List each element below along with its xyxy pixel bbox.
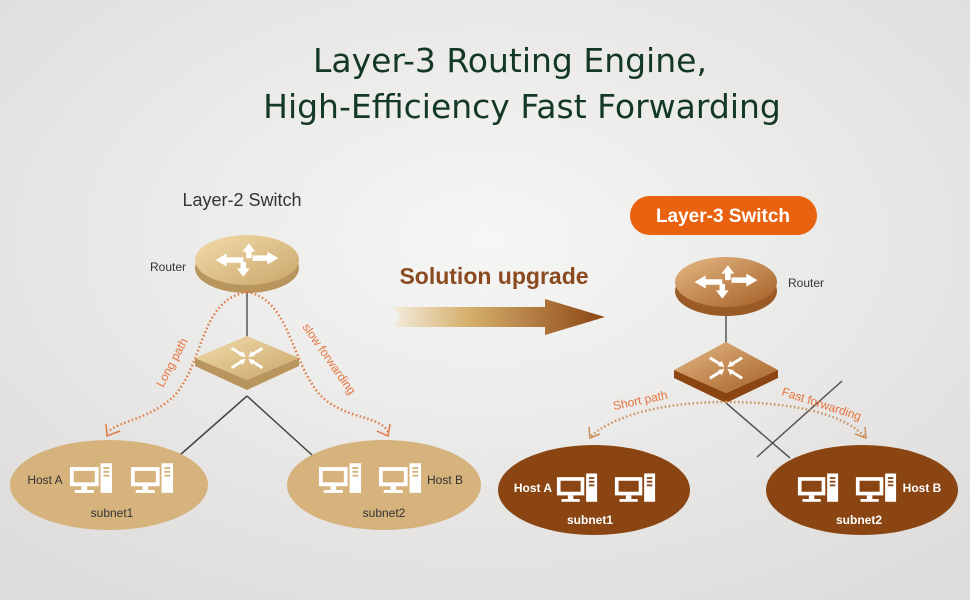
slow-forwarding-route [246,290,390,433]
layer3-diagram: Layer-3 Switch Router Short path Fast fo… [498,196,958,535]
subnet1-label: subnet1 [567,513,613,527]
layer3-badge [630,196,817,235]
title-line-1: Layer-3 Routing Engine, [313,41,707,80]
layer2-heading: Layer-2 Switch [182,190,301,210]
subnet2-label: subnet2 [836,513,882,527]
router-label: Router [150,260,186,274]
layer3-heading: Layer-3 Switch [656,206,790,227]
subnet2-group: Host B subnet2 [287,440,481,530]
short-path-route [589,400,727,438]
switch-icon [674,342,778,403]
arrowhead-icon [588,426,601,440]
router-label: Router [788,276,824,290]
arrowhead-icon [854,426,867,440]
subnet1-label: subnet1 [91,506,134,520]
link-switch-subnet1 [179,395,248,456]
link-switch-subnet2 [725,402,791,459]
fast-forwarding-route [725,400,866,438]
arrowhead-icon [105,423,121,438]
cross-out-mark-icon [756,380,843,458]
subnet2-group: Host B subnet2 [766,445,958,535]
long-path-route [107,290,248,433]
host-a-label: Host A [514,481,553,495]
subnet1-group: Host A subnet1 [498,445,690,535]
host-b-label: Host B [903,481,942,495]
switch-icon [195,336,299,390]
arrowhead-icon [376,423,391,438]
router-icon [195,235,299,293]
solution-upgrade-label: Solution upgrade [399,263,588,289]
host-a-label: Host A [27,473,62,487]
upgrade-arrow-icon [393,299,605,335]
router-icon [675,257,777,316]
host-b-label: Host B [427,473,463,487]
link-switch-subnet2 [246,395,313,456]
subnet2-label: subnet2 [363,506,406,520]
subnet1-group: Host A subnet1 [10,440,208,530]
title-line-2: High-Efficiency Fast Forwarding [263,87,781,126]
